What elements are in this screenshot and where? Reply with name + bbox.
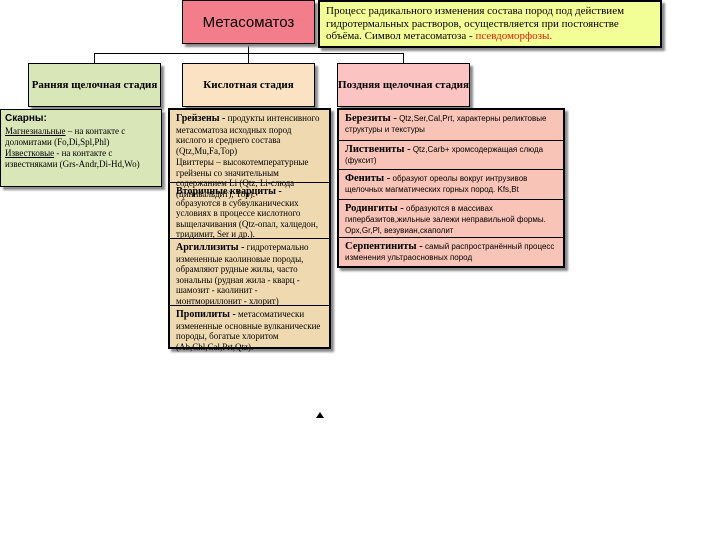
stage-late-label: Поздняя щелочная стадия [338, 79, 469, 91]
late-item-text: самый распространённый процесс изменения… [345, 242, 555, 262]
late-item-fenite: Фениты - образуют ореолы вокруг интрузив… [339, 170, 563, 200]
late-item-beresite: Березиты - Qtz,Ser,Cal,Prt, характерны р… [339, 110, 563, 141]
stage-early-alkaline: Ранняя щелочная стадия [28, 63, 161, 107]
acid-item-text: продукты интенсивного метасоматоза исход… [176, 113, 320, 156]
connector-late [403, 53, 404, 63]
acid-item-greisen: Грейзены - продукты интенсивного метасом… [170, 110, 329, 199]
acid-item-argillizite: Аргиллизиты - гидротермально измененные … [170, 239, 329, 306]
late-item-text: образуются в массивах гипербазитов,жильн… [345, 204, 546, 235]
stage-early-label: Ранняя щелочная стадия [31, 79, 158, 91]
acid-item-term: Вторичные кварциты - [176, 186, 282, 197]
late-item-term: Родингиты - [345, 203, 404, 214]
definition-note: Процесс радикального изменения состава п… [318, 0, 662, 48]
skarn-title: Скарны: [5, 113, 47, 124]
skarn-calcareous: Известковые - на контакте с известняками… [5, 148, 157, 170]
stage-acid: Кислотная стадия [182, 63, 315, 107]
root-node: Метасоматоз [182, 0, 315, 44]
skarn-magnesian: Магнезиальные – на контакте с доломитами… [5, 126, 157, 148]
connector-horizontal [94, 53, 404, 54]
acid-item-propylite: Пропилиты - метасоматически измененные о… [170, 306, 329, 352]
acid-item-text: гидротермально измененные каолиновые пор… [176, 242, 309, 306]
skarn-magnesian-text: – на контакте с доломитами (Fo,Di,Spl,Ph… [5, 126, 126, 147]
acid-item-term: Пропилиты - [176, 309, 236, 320]
late-item-term: Серпентиниты - [345, 241, 423, 252]
early-stage-panel: Скарны: Магнезиальные – на контакте с до… [0, 109, 162, 187]
late-item-serpentinite: Серпентиниты - самый распространённый пр… [339, 238, 563, 266]
connector-acid [248, 53, 249, 63]
late-item-listvenite: Листвениты - Qtz,Carb+ хромсодержащая сл… [339, 141, 563, 170]
acid-item-text: образуются в субвулканических условиях в… [176, 197, 318, 240]
late-item-text: образуют ореолы вокруг интрузивов щелочн… [345, 174, 528, 194]
skarn-magnesian-term: Магнезиальные [5, 126, 66, 136]
late-item-term: Березиты - [345, 113, 397, 124]
skarn-calcareous-term: Известковые [5, 148, 55, 158]
acid-item-term: Грейзены - [176, 113, 226, 124]
late-item-rodingite: Родингиты - образуются в массивах гиперб… [339, 200, 563, 238]
note-text: Процесс радикального изменения состава п… [326, 5, 625, 42]
connector-early [94, 53, 95, 63]
acid-item-quartzite: Вторичные кварциты - образуются в субвул… [170, 183, 329, 239]
acid-item-text-extra: Цвиттеры – высокотемпературные грейзены … [176, 157, 309, 199]
acid-stage-panel: Грейзены - продукты интенсивного метасом… [168, 108, 331, 352]
stage-acid-label: Кислотная стадия [203, 79, 294, 91]
stage-late-alkaline: Поздняя щелочная стадия [337, 63, 470, 107]
skarn-calcareous-text: - на контакте с известняками (Grs-Andr,D… [5, 148, 140, 169]
acid-item-text: метасоматически измененные основные вулк… [176, 309, 321, 352]
late-item-text: Qtz,Carb+ хромсодержащая слюда (фуксит) [345, 145, 544, 165]
note-symbol: псевдоморфозы. [475, 30, 553, 42]
late-item-text: Qtz,Ser,Cal,Prt, характерны реликтовые с… [345, 114, 547, 134]
pointer-cursor-icon [316, 412, 324, 418]
late-stage-panel: Березиты - Qtz,Ser,Cal,Prt, характерны р… [337, 108, 565, 268]
late-item-term: Фениты - [345, 173, 391, 184]
connector-root-down [248, 44, 249, 53]
late-item-term: Листвениты - [345, 144, 411, 155]
root-title: Метасоматоз [202, 13, 295, 31]
acid-item-term: Аргиллизиты - [176, 242, 245, 253]
